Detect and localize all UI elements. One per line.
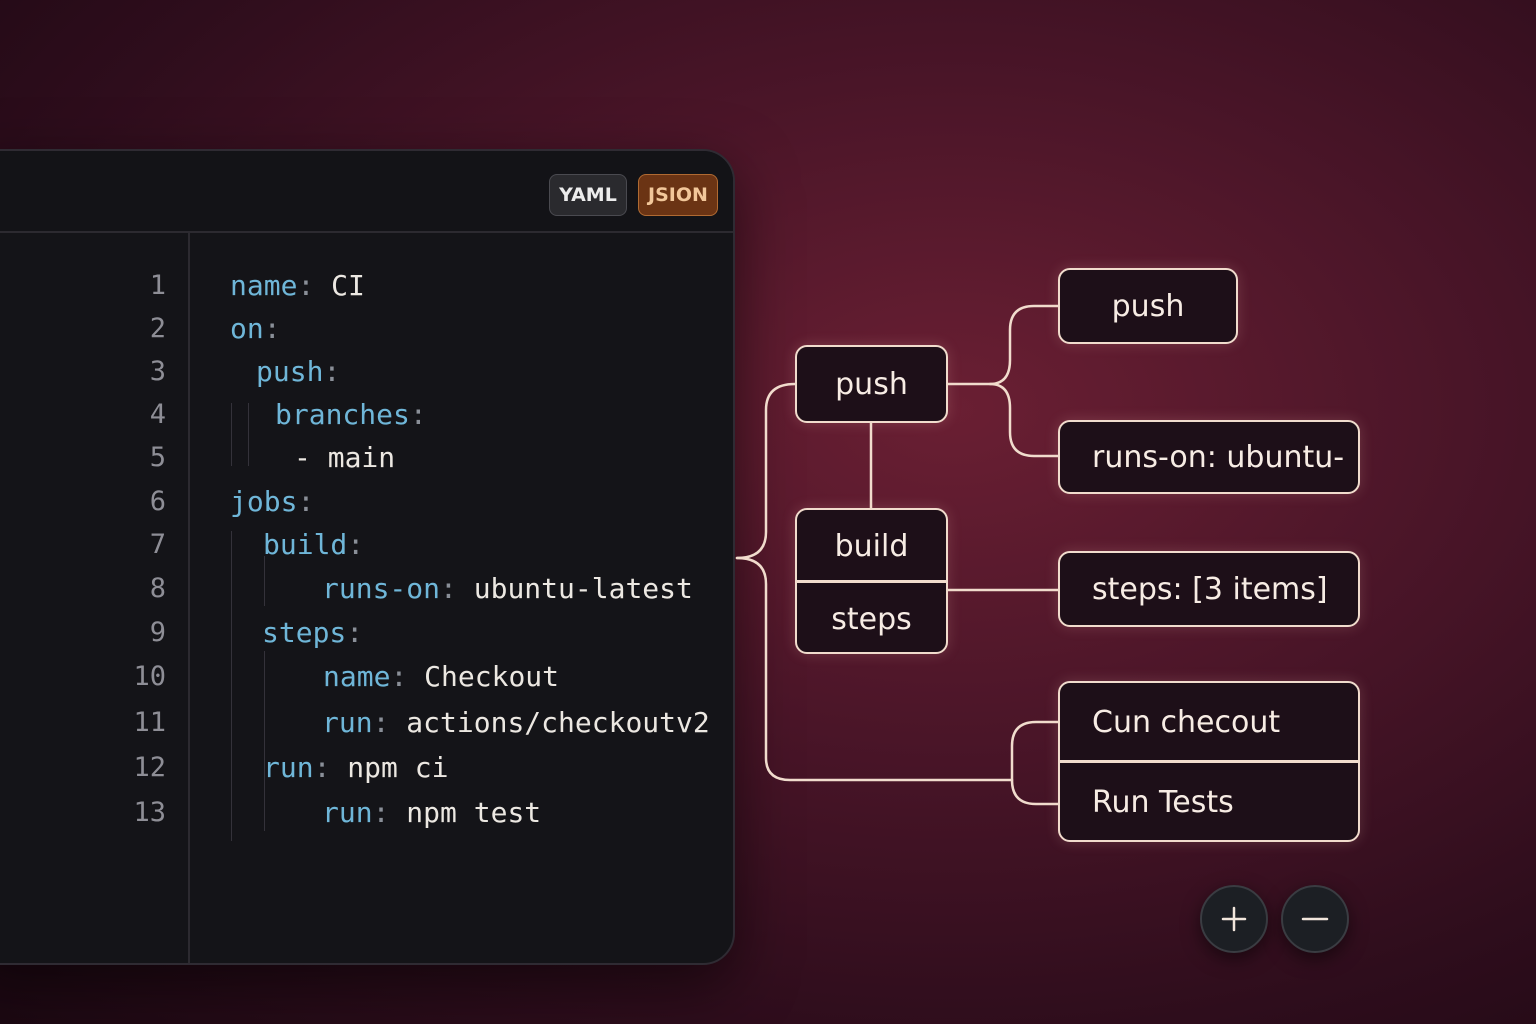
node-divider xyxy=(1060,760,1358,763)
code-value: actions/checkoutv2 xyxy=(389,706,710,739)
node-divider xyxy=(797,580,946,583)
code-line[interactable]: run: npm test xyxy=(322,796,541,829)
push-connector xyxy=(946,304,1060,386)
code-line[interactable]: run: actions/checkoutv2 xyxy=(322,706,710,739)
tree-node-label: push xyxy=(1111,288,1185,324)
code-key: name xyxy=(323,660,391,693)
tree-node-label: steps xyxy=(831,601,912,637)
line-number: 8 xyxy=(149,573,166,604)
line-number: 7 xyxy=(149,529,166,560)
line-number-gutter: 1 2 3 4 5 6 7 8 9 10 11 12 13 xyxy=(0,233,190,963)
code-colon: : xyxy=(323,355,341,388)
code-line[interactable]: build: xyxy=(263,528,364,561)
yaml-format-button[interactable]: YAML xyxy=(549,174,627,216)
code-value: npm test xyxy=(389,796,542,829)
code-colon: : xyxy=(313,751,331,784)
tree-node-checkout[interactable]: Cun checout xyxy=(1060,683,1358,761)
code-editor: YAML JSION 1 2 3 4 5 6 7 8 9 10 11 12 13… xyxy=(0,149,735,965)
code-line[interactable]: runs-on: ubuntu-latest xyxy=(322,572,693,605)
zoom-out-button[interactable] xyxy=(1281,885,1349,953)
tree-node-run-tests[interactable]: Run Tests xyxy=(1060,763,1358,841)
indent-guide xyxy=(248,403,249,466)
code-key: push xyxy=(256,355,324,388)
tree-node-label: build xyxy=(834,528,909,564)
code-value: CI xyxy=(314,269,365,302)
tree-node-label: Run Tests xyxy=(1092,784,1234,820)
code-line[interactable]: steps: xyxy=(262,616,363,649)
tree-node-step-list[interactable]: Cun checout Run Tests xyxy=(1058,681,1360,842)
code-line[interactable]: on: xyxy=(230,312,281,345)
line-number: 6 xyxy=(149,486,166,517)
code-key: jobs xyxy=(230,485,298,518)
tree-node-build[interactable]: build xyxy=(797,510,946,582)
line-number: 2 xyxy=(149,313,166,344)
code-key: run xyxy=(263,751,314,784)
indent-guide xyxy=(264,556,265,606)
indent-guide xyxy=(231,531,232,841)
code-key: steps xyxy=(262,616,347,649)
code-colon: : xyxy=(297,485,315,518)
code-line[interactable]: name: CI xyxy=(230,269,365,302)
indent-guide xyxy=(231,403,232,466)
tree-node-steps[interactable]: steps xyxy=(797,584,946,654)
code-line[interactable]: push: xyxy=(256,355,340,388)
tree-node-label: steps: [3 items] xyxy=(1092,571,1328,607)
line-number: 4 xyxy=(149,399,166,430)
tree-node-runs-on[interactable]: runs-on: ubuntu- xyxy=(1058,420,1360,494)
line-number: 5 xyxy=(149,442,166,473)
indent-guide xyxy=(264,651,265,831)
tree-node-label: Cun checout xyxy=(1092,704,1281,740)
root-bracket xyxy=(735,382,797,560)
code-line[interactable]: - main xyxy=(294,441,395,474)
code-line[interactable]: branches: xyxy=(275,398,427,431)
root-bracket xyxy=(735,556,1014,782)
steps-group-bracket xyxy=(1010,720,1060,806)
code-value: Checkout xyxy=(407,660,560,693)
code-line[interactable]: name: Checkout xyxy=(323,660,559,693)
line-number: 9 xyxy=(149,617,166,648)
zoom-in-button[interactable] xyxy=(1200,885,1268,953)
code-key: name xyxy=(230,269,298,302)
code-key: build xyxy=(263,528,348,561)
tree-node-push-child[interactable]: push xyxy=(1058,268,1238,344)
line-number: 3 xyxy=(149,356,166,387)
code-value: - main xyxy=(294,441,396,474)
code-colon: : xyxy=(346,616,364,649)
json-format-button[interactable]: JSION xyxy=(638,174,718,216)
code-colon: : xyxy=(440,572,457,605)
tree-node-build-steps[interactable]: build steps xyxy=(795,508,948,654)
code-value: ubuntu-latest xyxy=(456,572,693,605)
code-colon: : xyxy=(390,660,408,693)
code-key: runs-on xyxy=(322,572,441,605)
code-key: run xyxy=(322,706,373,739)
code-colon: : xyxy=(297,269,315,302)
code-key: on xyxy=(230,312,264,345)
code-colon: : xyxy=(372,796,390,829)
line-number: 12 xyxy=(133,752,166,783)
code-key: branches xyxy=(275,398,410,431)
code-line[interactable]: jobs: xyxy=(230,485,314,518)
tree-node-push[interactable]: push xyxy=(795,345,948,423)
line-number: 10 xyxy=(133,661,166,692)
tree-node-label: runs-on: ubuntu- xyxy=(1092,439,1345,475)
line-number: 1 xyxy=(149,270,166,301)
code-line[interactable]: run: npm ci xyxy=(263,751,448,784)
editor-toolbar: YAML JSION xyxy=(0,151,733,233)
plus-icon xyxy=(1221,906,1247,932)
code-colon: : xyxy=(263,312,281,345)
code-value: npm ci xyxy=(330,751,449,784)
line-number: 11 xyxy=(133,707,166,738)
tree-node-steps-items[interactable]: steps: [3 items] xyxy=(1058,551,1360,627)
push-connector xyxy=(988,382,1060,458)
line-number: 13 xyxy=(133,797,166,828)
code-colon: : xyxy=(347,528,365,561)
code-key: run xyxy=(322,796,373,829)
code-colon: : xyxy=(372,706,390,739)
minus-icon xyxy=(1301,917,1329,921)
code-colon: : xyxy=(409,398,427,431)
tree-node-label: push xyxy=(835,366,908,402)
